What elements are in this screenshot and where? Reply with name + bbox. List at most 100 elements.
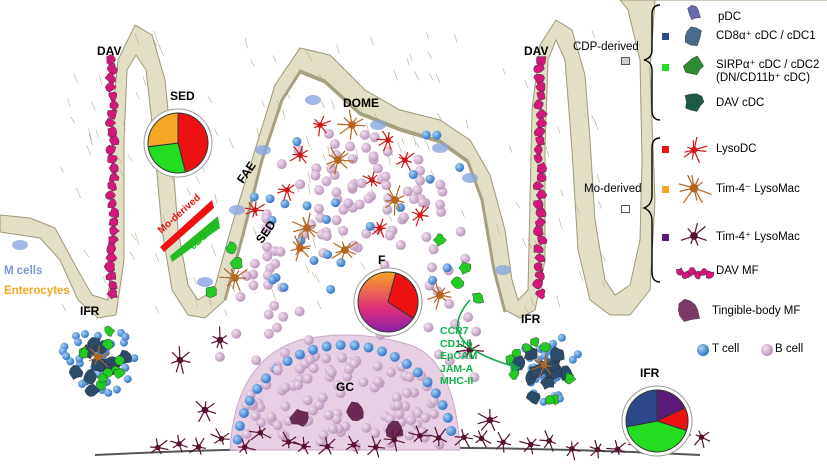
b-cell (272, 364, 283, 375)
gc-b-cell (302, 373, 313, 384)
gc-t-cell (282, 356, 293, 367)
t-cell (421, 130, 431, 140)
tim4-mac-cell (495, 431, 512, 453)
ifr-cdc2-cell (564, 373, 577, 385)
gc-b-cell (332, 380, 343, 391)
tim4-mac-cell (171, 346, 191, 374)
dav-left-label: DAV (97, 44, 122, 58)
lysodc-cell (289, 145, 309, 164)
dav-mf-cell (105, 81, 117, 93)
gc-t-cell (376, 346, 387, 357)
legend-swatch-tim4neg (662, 186, 669, 193)
legend-swatch-cdc2 (662, 64, 669, 71)
m-cell (432, 143, 448, 153)
dav-mf-cell (533, 261, 544, 272)
b-cell (278, 311, 289, 322)
gc-b-cell (337, 352, 348, 363)
m-cell (370, 120, 386, 130)
dav-mf-cell (108, 163, 119, 174)
ifr-t-cell (71, 331, 80, 340)
cdc2-cell (229, 256, 243, 270)
dav-mf-cell (533, 154, 543, 164)
b-cell (435, 199, 446, 210)
gc-b-cell (372, 361, 383, 372)
gc-b-cell (400, 401, 411, 412)
dav-right-label: DAV (524, 44, 549, 58)
b-cell (308, 363, 319, 374)
b-cell (363, 193, 374, 204)
t-cell (425, 174, 435, 184)
lysomac-cell (337, 109, 366, 140)
gc-b-cell (413, 407, 424, 418)
gc-t-cell (260, 373, 271, 384)
gc-t-cell (349, 340, 360, 351)
dav-mf-cell (536, 173, 547, 183)
b-cell (347, 153, 358, 164)
dav-mf-cell (535, 117, 548, 129)
b-cell (310, 170, 321, 181)
tim4-mac-cell (345, 435, 361, 454)
b-cell (248, 280, 259, 291)
gc-t-cell (430, 388, 441, 399)
gc-b-cell (250, 410, 261, 421)
cdc2-cells (205, 233, 485, 304)
tim4-mac-cell (249, 426, 272, 441)
ifr-mid-cluster (505, 333, 582, 406)
lysomac-cells (218, 109, 452, 310)
legend-icons (676, 5, 773, 356)
gc-b-cell (280, 401, 291, 412)
b-cell (323, 128, 334, 139)
b-cell (276, 159, 287, 170)
gc-t-cell (363, 342, 374, 353)
gc-b-cell (323, 409, 334, 420)
gc-t-cell (238, 408, 249, 419)
sed-pie-chart (143, 108, 213, 178)
m-cells-label: M cells (4, 265, 43, 277)
lysomac-cell (290, 234, 311, 262)
gc-b-cell (361, 422, 372, 433)
t-cell (280, 199, 290, 209)
marker-item: JAM-A (440, 362, 474, 375)
gc-b-cell (335, 388, 346, 399)
tim4-mac-cell (606, 439, 626, 456)
b-cell (303, 335, 314, 346)
dav-mf-cell (106, 109, 118, 120)
cdc2-cell (225, 241, 237, 254)
ifr-t-cell (112, 385, 121, 394)
b-cell (314, 185, 325, 196)
b-cell (338, 225, 349, 236)
gc-t-cell (401, 358, 412, 369)
gc-b-cell (391, 392, 402, 403)
ifr-t-cell (121, 332, 130, 341)
legend-item-tim4pos: Tim-4⁺ LysoMac (716, 231, 800, 243)
t-cell (309, 255, 319, 265)
ifr-cdc2-cell (104, 325, 116, 337)
t-cell (428, 275, 438, 285)
ifr-t-cell (540, 351, 549, 360)
gc-b-cell (394, 409, 405, 420)
legend-group-cdp: CDP-derived (573, 41, 639, 53)
m-cell (462, 173, 478, 183)
tim4-mac-cell (473, 430, 492, 448)
dav-mf-cell (535, 189, 548, 200)
m-cell (305, 95, 321, 105)
b-cell (311, 163, 322, 174)
t-cell (326, 284, 336, 294)
b-cell (321, 231, 332, 242)
b-cell (314, 203, 325, 214)
gc-t-cell (232, 434, 243, 445)
dav-mf-cell (536, 162, 547, 174)
legend-icon-dav-mf (699, 268, 709, 276)
gc-b-cell (420, 412, 431, 423)
migration-arrowhead (510, 361, 520, 373)
b-cell (423, 322, 434, 333)
gc-b-cell (402, 387, 413, 398)
lysodc-cell (312, 115, 331, 137)
b-cell (415, 175, 426, 186)
ifr-cdc2-cell (113, 368, 126, 379)
pie-slice (147, 142, 187, 174)
cdc2-cell (432, 233, 447, 247)
legend-icon-lysodc (683, 136, 708, 164)
